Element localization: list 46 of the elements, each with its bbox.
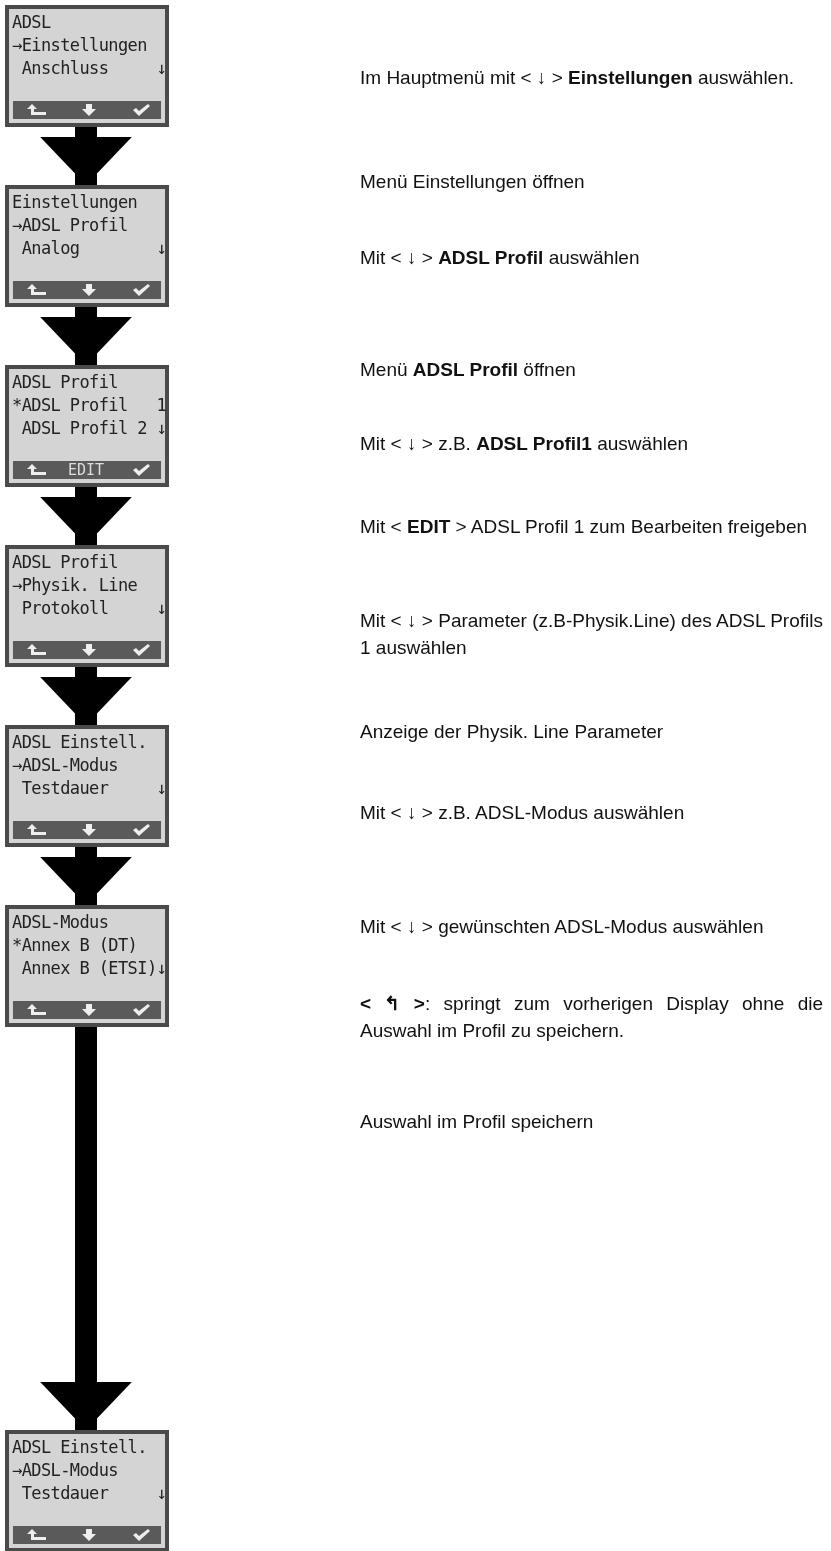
instruction-text: Menü Einstellungen öffnen [360, 170, 586, 194]
screen-text: Einstellungen [12, 191, 138, 213]
instruction-text: Mit < EDIT > ADSL Profil 1 zum Bearbeiten freigeben [360, 515, 809, 539]
screen-text: Analog ↓ [20, 237, 167, 259]
screen-text: Annex B (ETSI)↓ [20, 957, 167, 979]
screen-text: ADSL [12, 11, 51, 33]
screen-text: *Annex B (DT) [12, 934, 138, 956]
screen-text: →ADSL-Modus [12, 1459, 118, 1481]
instruction-text: Mit < ↓ > z.B. ADSL Profil1 auswählen [360, 432, 690, 456]
down-arrow [39, 667, 133, 725]
screen-text: ADSL Profil [12, 551, 118, 573]
screen-text: Anschluss ↓ [20, 57, 167, 79]
lcd-screen [5, 365, 169, 487]
screen-text: Testdauer ↓ [20, 777, 167, 799]
instruction-text: Mit < ↓ > Parameter (z.B-Physik.Line) des ADSL Profils 1 auswählen [360, 609, 823, 660]
screen-text: ADSL Profil [12, 371, 118, 393]
instruction-text: Im Hauptmenü mit < ↓ > Einstellungen auswählen. [360, 66, 795, 90]
down-arrow [39, 1027, 133, 1430]
down-arrow [39, 127, 133, 185]
screen-text: Testdauer ↓ [20, 1482, 167, 1504]
lcd-screen [5, 545, 169, 667]
instruction-text: Mit < ↓ > gewünschten ADSL-Modus auswählen [360, 915, 765, 939]
screen-text: ADSL Einstell. [12, 1436, 147, 1458]
screen-text: Protokoll ↓ [20, 597, 167, 619]
instruction-text: Auswahl im Profil speichern [360, 1110, 595, 1134]
instruction-text: < ↰ >: springt zum vorherigen Display ohne die Auswahl im Profil zu speichern. [360, 992, 823, 1043]
instruction-text: Mit < ↓ > ADSL Profil auswählen [360, 246, 641, 270]
softkey-label: EDIT [68, 461, 105, 479]
screen-text: →Physik. Line [12, 574, 138, 596]
screen-text: ADSL Profil 2 ↓ [20, 417, 167, 439]
down-arrow [39, 307, 133, 365]
screen-text: →Einstellungen [12, 34, 147, 56]
lcd-screen [5, 905, 169, 1027]
lcd-screen [5, 185, 169, 307]
down-arrow [39, 487, 133, 545]
lcd-screen [5, 725, 169, 847]
down-arrow [39, 847, 133, 905]
instruction-text: Mit < ↓ > z.B. ADSL-Modus auswählen [360, 801, 686, 825]
lcd-screen [5, 1430, 169, 1551]
screen-text: ADSL-Modus [12, 911, 109, 933]
instruction-text: Anzeige der Physik. Line Parameter [360, 720, 665, 744]
screen-text: →ADSL-Modus [12, 754, 118, 776]
lcd-screen [5, 5, 169, 127]
instruction-text: Menü ADSL Profil öffnen [360, 358, 577, 382]
screen-text: ADSL Einstell. [12, 731, 147, 753]
screen-text: →ADSL Profil [12, 214, 128, 236]
